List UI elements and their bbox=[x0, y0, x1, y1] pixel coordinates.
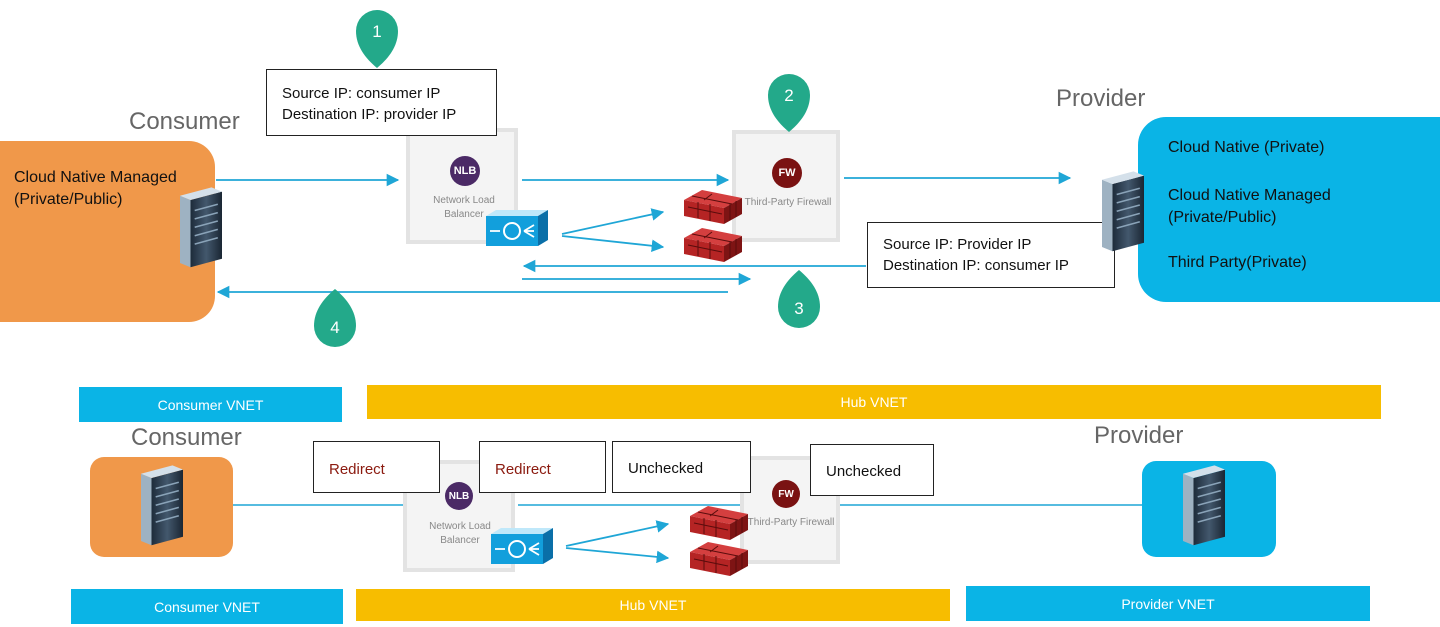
step-marker-3-icon: 3 bbox=[778, 270, 820, 328]
bottom-provider-server-icon bbox=[1182, 464, 1226, 546]
bottom-nlb-badge: NLB bbox=[445, 482, 473, 510]
provider-item-2: Cloud Native Managed (Private/Public) bbox=[1168, 187, 1331, 226]
provider-server-icon bbox=[1101, 170, 1145, 252]
step-marker-2-icon: 2 bbox=[768, 74, 810, 132]
bottom-fw-card: FW Third-Party Firewall bbox=[740, 456, 840, 564]
response-destination-ip: Destination IP: consumer IP bbox=[883, 257, 1069, 274]
request-source-ip: Source IP: consumer IP bbox=[282, 85, 441, 102]
bottom-nlb-label: Network Load Balancer bbox=[429, 521, 491, 546]
label-unchecked-1: Unchecked bbox=[612, 441, 751, 493]
consumer-title: Consumer bbox=[129, 108, 240, 135]
nlb-badge: NLB bbox=[450, 156, 480, 186]
provider-title: Provider bbox=[1056, 85, 1146, 112]
fw-label: Third-Party Firewall bbox=[744, 197, 832, 208]
step-2-label: 2 bbox=[784, 86, 793, 105]
label-redirect-2: Redirect bbox=[479, 441, 606, 493]
provider-box: Cloud Native (Private) Cloud Native Mana… bbox=[1138, 117, 1440, 302]
bottom-firewall-icon-2 bbox=[689, 541, 749, 577]
response-source-ip: Source IP: Provider IP bbox=[883, 236, 1032, 253]
consumer-box-label: Cloud Native Managed (Private/Public) bbox=[14, 169, 177, 208]
step-3-label: 3 bbox=[794, 299, 803, 318]
request-destination-ip: Destination IP: provider IP bbox=[282, 106, 457, 123]
fw-card: FW Third-Party Firewall bbox=[732, 130, 840, 242]
nlb-label: Network Load Balancer bbox=[433, 195, 495, 220]
firewall-icon-1 bbox=[683, 189, 743, 225]
label-redirect-1: Redirect bbox=[313, 441, 440, 493]
bottom-consumer-vnet-band: Consumer VNET bbox=[71, 589, 343, 624]
provider-item-1: Cloud Native (Private) bbox=[1168, 139, 1325, 156]
consumer-server-icon bbox=[179, 186, 223, 268]
bottom-provider-title: Provider bbox=[1094, 422, 1184, 449]
bottom-fw-label: Third-Party Firewall bbox=[747, 517, 835, 528]
bottom-fw-badge: FW bbox=[772, 480, 800, 508]
top-hub-vnet-band: Hub VNET bbox=[367, 385, 1381, 419]
provider-item-3: Third Party(Private) bbox=[1168, 254, 1307, 271]
fw-badge: FW bbox=[772, 158, 802, 188]
bottom-consumer-server-icon bbox=[140, 464, 184, 546]
label-unchecked-2: Unchecked bbox=[810, 444, 934, 496]
request-ip-note: Source IP: consumer IP Destination IP: p… bbox=[266, 69, 497, 136]
bottom-provider-vnet-band: Provider VNET bbox=[966, 586, 1370, 621]
bottom-hub-vnet-band: Hub VNET bbox=[356, 589, 950, 621]
firewall-icon-2 bbox=[683, 227, 743, 263]
bottom-load-balancer-icon bbox=[490, 527, 554, 565]
load-balancer-icon bbox=[485, 209, 549, 247]
consumer-box: Cloud Native Managed (Private/Public) bbox=[0, 141, 215, 322]
top-consumer-vnet-band: Consumer VNET bbox=[79, 387, 342, 422]
step-4-label: 4 bbox=[330, 318, 339, 337]
step-marker-4-icon: 4 bbox=[314, 289, 356, 347]
bottom-consumer-title: Consumer bbox=[131, 424, 242, 451]
step-marker-1-icon: 1 bbox=[356, 10, 398, 68]
bottom-firewall-icon-1 bbox=[689, 505, 749, 541]
step-1-label: 1 bbox=[372, 22, 381, 41]
response-ip-note: Source IP: Provider IP Destination IP: c… bbox=[867, 222, 1115, 288]
